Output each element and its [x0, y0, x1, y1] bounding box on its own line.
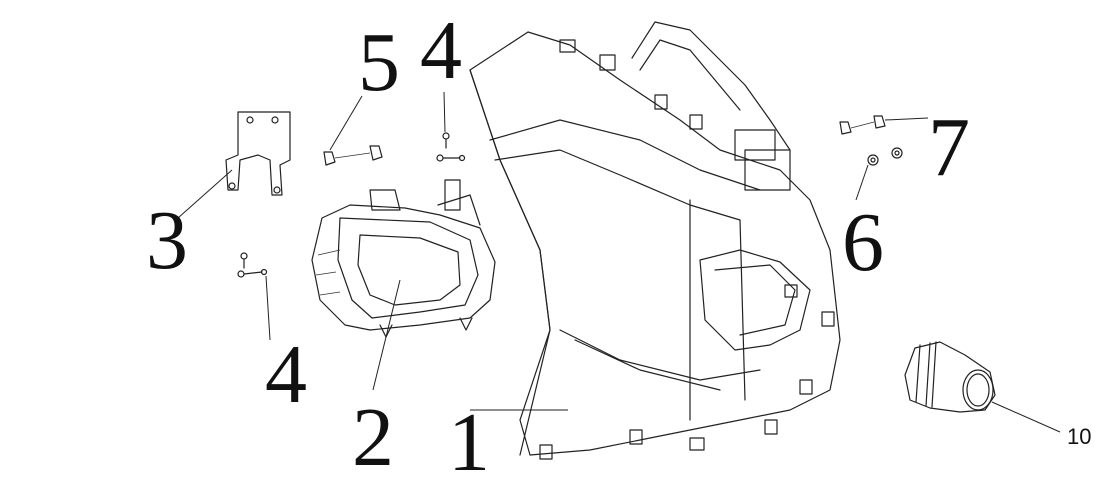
callout-4-lower: 4: [265, 328, 307, 421]
callout-3: 3: [146, 194, 188, 287]
part-headlight: [311, 179, 496, 338]
callout-7: 7: [928, 101, 970, 194]
part-clips-7: [839, 115, 886, 135]
part-clips-5: [323, 145, 383, 166]
leader-4a: [443, 91, 446, 133]
leader-5: [329, 95, 363, 151]
callout-2: 2: [352, 391, 394, 484]
part-bracket: [225, 111, 291, 196]
leader-lines: [177, 91, 1061, 433]
leader-6: [855, 164, 869, 201]
callout-1: 1: [448, 396, 490, 489]
leader-4b: [265, 275, 271, 341]
part-screws-upper: [436, 132, 466, 162]
callout-5: 5: [358, 16, 400, 109]
callout-10: 10: [1067, 424, 1091, 449]
leader-7: [884, 117, 929, 121]
callout-6: 6: [842, 196, 884, 289]
part-front-cover: [469, 21, 841, 460]
part-bush-10: [904, 341, 996, 413]
leader-2: [372, 279, 401, 391]
callout-labels: 1 2 3 4 4 5 6 7 10: [146, 4, 1091, 489]
callout-4-upper: 4: [420, 4, 462, 97]
leader-3: [177, 169, 233, 219]
part-screws-lower: [237, 252, 268, 278]
leader-10: [991, 401, 1061, 433]
part-washers-6: [867, 147, 903, 166]
